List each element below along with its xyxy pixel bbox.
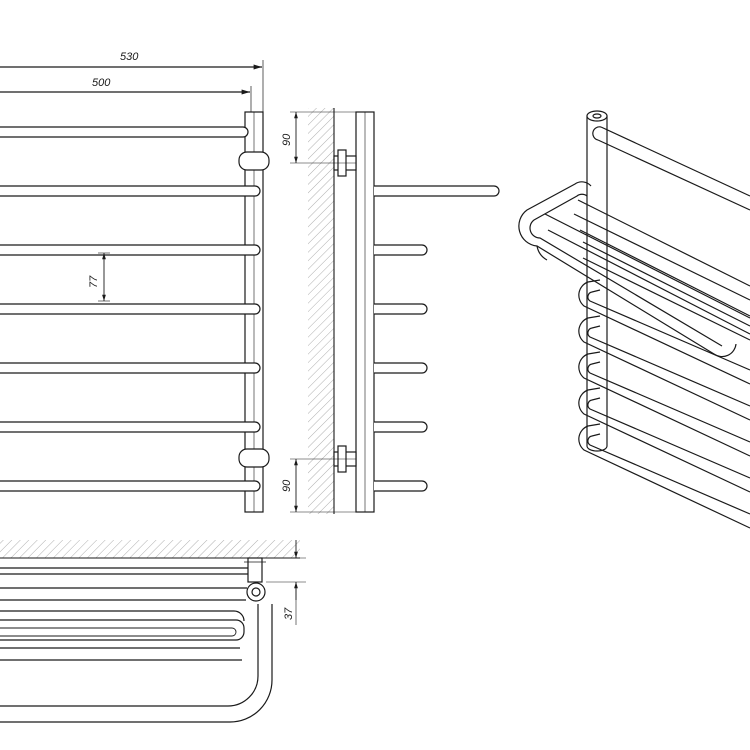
dimension-overall-width: 530 bbox=[0, 51, 264, 112]
side-rungs bbox=[374, 185, 500, 492]
front-rung bbox=[0, 480, 261, 492]
side-bracket-bottom bbox=[333, 445, 357, 473]
iso-loop-outer bbox=[578, 279, 750, 385]
iso-loop-inner bbox=[587, 361, 750, 443]
side-wall-hatch bbox=[308, 108, 334, 514]
side-rung bbox=[374, 244, 428, 256]
dimension-label-77: 77 bbox=[88, 275, 100, 288]
iso-shelf bbox=[518, 181, 750, 358]
side-rung bbox=[374, 421, 428, 433]
side-view: 90 90 bbox=[281, 108, 500, 514]
top-bracket bbox=[244, 557, 266, 602]
front-rung bbox=[0, 303, 261, 315]
front-rung bbox=[0, 421, 261, 433]
dimension-label-90-top: 90 bbox=[281, 133, 293, 146]
side-rung bbox=[374, 362, 428, 374]
iso-loop-outer bbox=[578, 351, 750, 457]
top-rails bbox=[0, 567, 273, 723]
iso-loop-outer bbox=[578, 423, 750, 529]
side-bracket-top bbox=[333, 149, 357, 177]
top-view: 37 bbox=[0, 540, 306, 723]
iso-top-rails bbox=[592, 126, 750, 211]
iso-loop-inner bbox=[587, 397, 750, 479]
side-rung bbox=[374, 480, 428, 492]
dimension-label-530: 530 bbox=[120, 51, 139, 63]
dimension-top-offset: 90 bbox=[281, 111, 356, 164]
front-rung bbox=[0, 362, 261, 374]
front-bracket-bottom bbox=[238, 448, 270, 468]
front-bracket-top bbox=[238, 151, 270, 171]
side-rung bbox=[374, 303, 428, 315]
dimension-rung-spacing: 77 bbox=[88, 252, 110, 302]
dimension-bottom-offset: 90 bbox=[281, 458, 356, 513]
front-rung bbox=[0, 185, 261, 197]
dimension-label-90-bottom: 90 bbox=[281, 479, 293, 492]
iso-loop-inner bbox=[587, 289, 750, 371]
front-rung bbox=[0, 126, 249, 138]
front-rung bbox=[0, 244, 261, 256]
iso-loops bbox=[578, 279, 750, 529]
isometric-view bbox=[518, 110, 750, 529]
side-rung bbox=[374, 185, 500, 197]
top-wall-hatch bbox=[0, 540, 300, 558]
dimension-center-distance: 500 bbox=[0, 77, 252, 112]
dimension-label-500: 500 bbox=[92, 77, 111, 89]
front-view: 530 500 77 bbox=[0, 51, 270, 513]
iso-loop-inner bbox=[587, 325, 750, 407]
iso-loop-outer bbox=[578, 387, 750, 493]
iso-loop-outer bbox=[578, 315, 750, 421]
front-rungs bbox=[0, 126, 261, 492]
iso-loop-inner bbox=[587, 433, 750, 515]
dimension-label-37: 37 bbox=[283, 607, 295, 620]
dimension-wall-offset: 37 bbox=[266, 540, 306, 625]
